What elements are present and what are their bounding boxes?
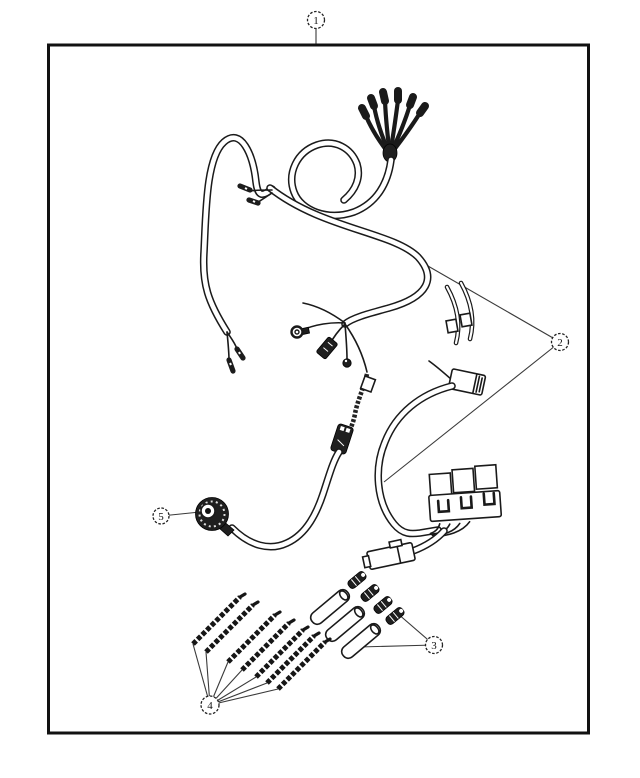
- leader-callout-3-lower: [358, 644, 435, 648]
- callout-5-number: 5: [158, 511, 164, 523]
- convoluted-clip-wires: [444, 280, 475, 346]
- leader-callout-4-fan: [192, 643, 279, 706]
- wire-splay: [358, 87, 429, 163]
- cable-clip-2: [445, 318, 459, 334]
- leader-callout-2-upper: [420, 261, 561, 343]
- callout-2: 2: [550, 332, 570, 352]
- fuse-holder-connector: [316, 336, 338, 360]
- ring-terminal: [290, 325, 311, 339]
- callout-3: 3: [424, 635, 444, 655]
- cable-clip-3: [459, 312, 473, 328]
- main-cable-loop: [287, 139, 395, 220]
- cable-ties: [191, 592, 332, 691]
- white-2pin-connector: [428, 360, 487, 396]
- round-socket-connector: [195, 497, 235, 537]
- cable-clip-1: [359, 374, 377, 394]
- wiring-harness-illustration: [191, 87, 503, 691]
- bullet-terminal-hanging: [342, 358, 352, 368]
- bullet-terminals-upper: [237, 183, 273, 206]
- callout-1: 1: [306, 10, 326, 30]
- splice-sleeves: [347, 571, 405, 625]
- callout-4: 4: [200, 695, 220, 715]
- flat-connector: [361, 538, 416, 571]
- relay-block-connector: [428, 463, 503, 538]
- callout-2-number: 2: [557, 337, 563, 349]
- heat-shrink-tubes: [309, 588, 382, 660]
- harness-branch-junction: [299, 302, 368, 373]
- leader-callout-2-lower: [383, 341, 561, 483]
- diagram-frame: [47, 43, 590, 735]
- callout-3-number: 3: [431, 640, 437, 652]
- bullet-terminals-lower: [226, 331, 246, 374]
- callout-1-number: 1: [313, 15, 319, 27]
- callout-4-number: 4: [207, 700, 213, 712]
- leader-lines: [160, 21, 561, 706]
- callout-5: 5: [152, 507, 170, 525]
